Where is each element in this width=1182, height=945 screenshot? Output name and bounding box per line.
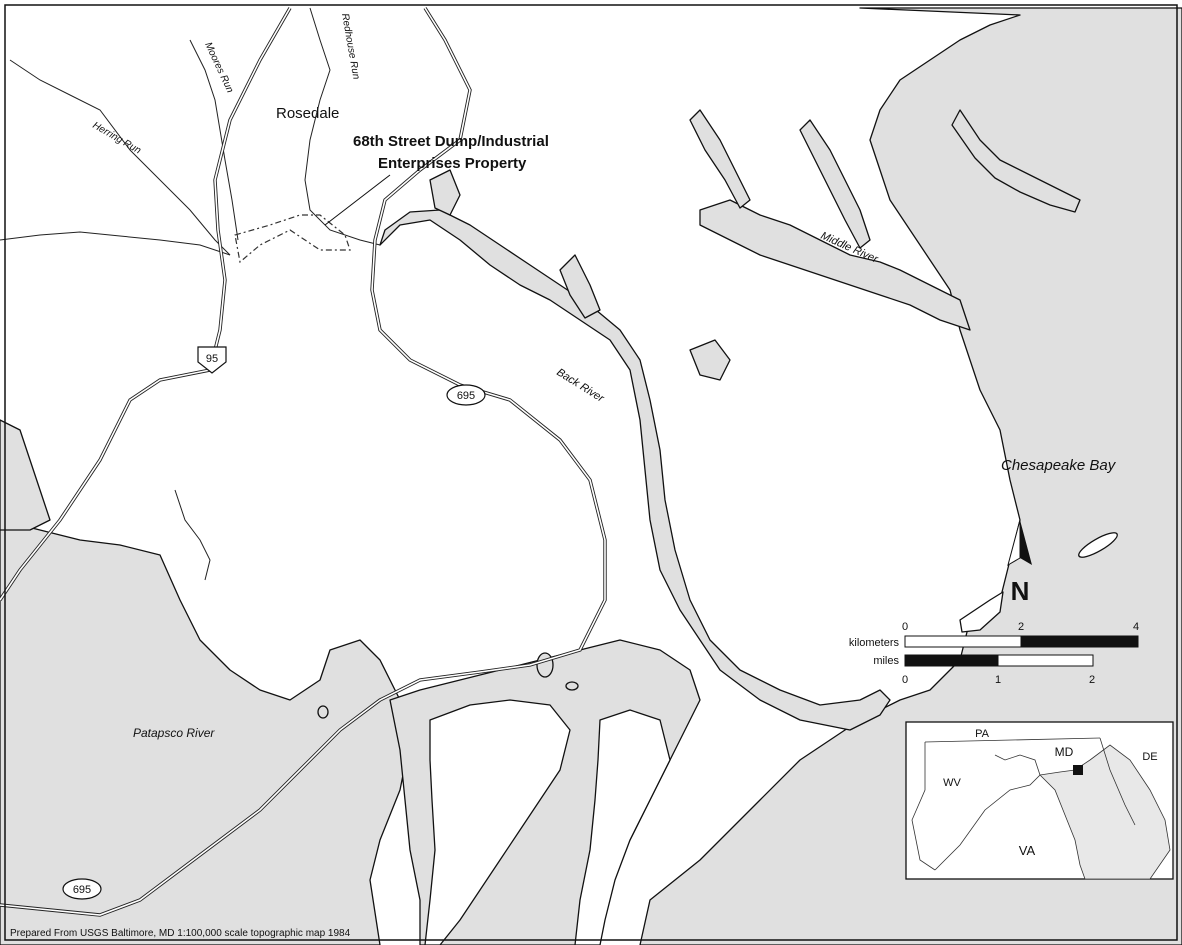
i695-shield-north-label: 695 bbox=[457, 390, 475, 402]
stream bbox=[0, 231, 231, 256]
i695-shield-north: 695 bbox=[446, 384, 486, 406]
i695-highway bbox=[0, 7, 607, 917]
scale-bar: 0 2 4 kilometers miles 0 1 2 bbox=[849, 621, 1139, 686]
mi-bar-white bbox=[997, 654, 1094, 667]
middle-river-branch bbox=[799, 119, 871, 249]
south-peninsula bbox=[424, 699, 571, 945]
i695-shield-south: 695 bbox=[62, 878, 102, 900]
inset-de: DE bbox=[1142, 751, 1157, 763]
island bbox=[565, 681, 579, 691]
map-frame bbox=[4, 4, 1178, 941]
inset-site-marker bbox=[1073, 765, 1083, 775]
inset-map: PA MD DE WV VA bbox=[905, 721, 1174, 880]
redhouse-run-stream bbox=[304, 7, 381, 246]
km-tick-4: 4 bbox=[1133, 621, 1139, 633]
middle-river-water bbox=[699, 199, 971, 331]
inset-wv-border bbox=[911, 742, 936, 871]
inset-va-border bbox=[934, 754, 1041, 871]
island bbox=[1078, 532, 1118, 558]
southwest-water bbox=[0, 419, 51, 531]
inset-pa: PA bbox=[975, 728, 990, 740]
back-river-branch bbox=[559, 254, 601, 319]
mi-tick-1: 1 bbox=[995, 674, 1001, 686]
back-river-branch bbox=[689, 339, 731, 381]
map-credit: Prepared From USGS Baltimore, MD 1:100,0… bbox=[10, 928, 351, 939]
km-bar-white bbox=[904, 635, 1022, 648]
mi-bar-black bbox=[904, 654, 999, 667]
herring-run-stream bbox=[9, 59, 231, 256]
patapsco-river-water bbox=[0, 519, 411, 945]
chesapeake-bay-label: Chesapeake Bay bbox=[1001, 457, 1117, 474]
herring-run-label: Herring Run bbox=[91, 120, 144, 157]
island bbox=[536, 652, 554, 678]
site-label-line2: Enterprises Property bbox=[378, 155, 527, 172]
chesapeake-bay-water bbox=[639, 7, 1182, 945]
patapsco-river-label: Patapsco River bbox=[133, 726, 215, 740]
moores-run-label: Moores Run bbox=[202, 41, 235, 95]
middle-river-branch bbox=[951, 109, 1081, 213]
inset-md: MD bbox=[1055, 745, 1074, 759]
back-river-water bbox=[379, 209, 891, 731]
site-label-line1: 68th Street Dump/Industrial bbox=[353, 133, 549, 150]
km-tick-0: 0 bbox=[902, 621, 908, 633]
i95-shield: 95 bbox=[197, 346, 227, 374]
redhouse-run-label: Redhouse Run bbox=[339, 13, 361, 81]
mi-label: miles bbox=[873, 655, 899, 667]
mi-tick-2: 2 bbox=[1089, 674, 1095, 686]
back-river-inlet bbox=[429, 169, 461, 216]
km-bar-black bbox=[1020, 635, 1139, 648]
back-river-label: Back River bbox=[554, 366, 607, 405]
stream bbox=[174, 489, 211, 581]
island bbox=[959, 591, 1004, 633]
north-arrow-label: N bbox=[1011, 576, 1030, 606]
south-peninsula bbox=[574, 709, 671, 945]
i695-shield-south-label: 695 bbox=[73, 884, 91, 896]
inset-va: VA bbox=[1019, 843, 1036, 858]
km-label: kilometers bbox=[849, 637, 900, 649]
island bbox=[317, 705, 329, 719]
km-tick-2: 2 bbox=[1018, 621, 1024, 633]
inset-wv: WV bbox=[943, 777, 961, 789]
rosedale-label: Rosedale bbox=[276, 105, 339, 122]
mi-tick-0: 0 bbox=[902, 674, 908, 686]
site-leader-line bbox=[324, 174, 391, 226]
inset-state-border bbox=[1099, 737, 1136, 826]
inset-pa-border bbox=[924, 737, 1101, 743]
i95-shield-label: 95 bbox=[206, 353, 218, 365]
site-boundary bbox=[234, 214, 351, 264]
north-arrow: N bbox=[1007, 519, 1032, 606]
moores-run-stream bbox=[189, 39, 239, 241]
middle-river-branch bbox=[689, 109, 751, 209]
